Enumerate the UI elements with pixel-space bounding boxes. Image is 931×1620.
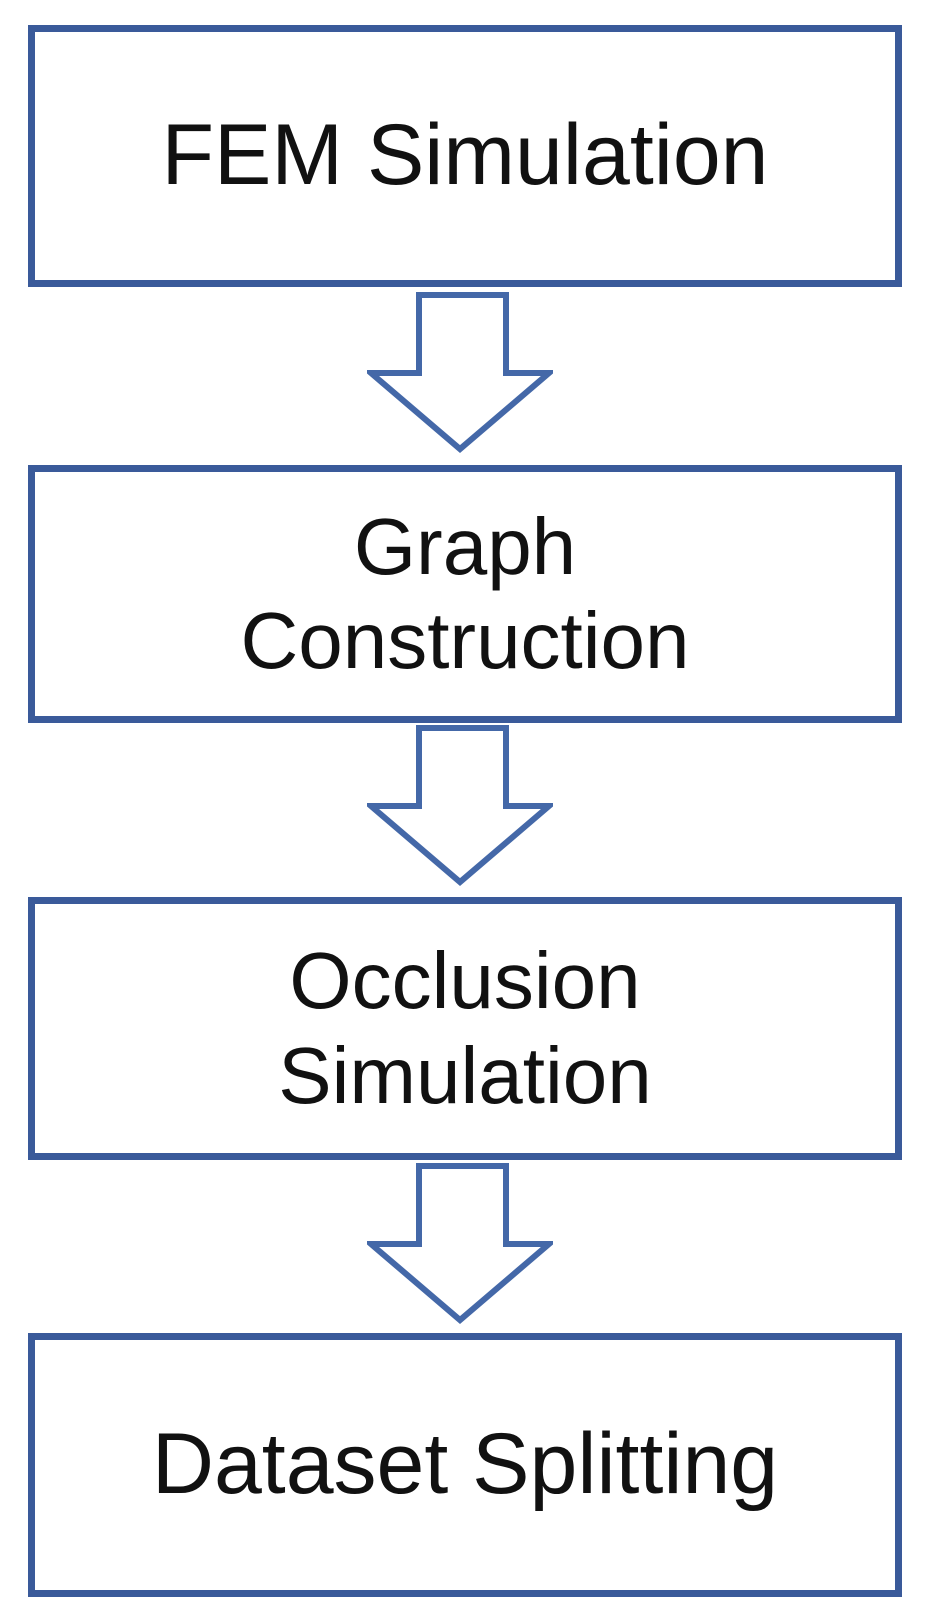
arrow-down-icon [367,1162,553,1324]
flow-box-label: FEM Simulation [161,107,769,204]
flow-box-label: Dataset Splitting [151,1416,779,1513]
flow-box-dataset-splitting: Dataset Splitting [28,1333,902,1597]
flow-box-label-line2: Simulation [278,1030,652,1120]
arrow-down-icon [367,724,553,886]
flow-box-fem-simulation: FEM Simulation [28,25,902,287]
flow-box-label: Graph [353,501,577,591]
arrow-down-icon [367,291,553,453]
flow-box-graph-construction: Graph Construction [28,465,902,723]
flow-box-occlusion-simulation: Occlusion Simulation [28,897,902,1160]
flow-box-label: Occlusion [289,936,641,1026]
flow-box-label-line2: Construction [240,596,690,685]
